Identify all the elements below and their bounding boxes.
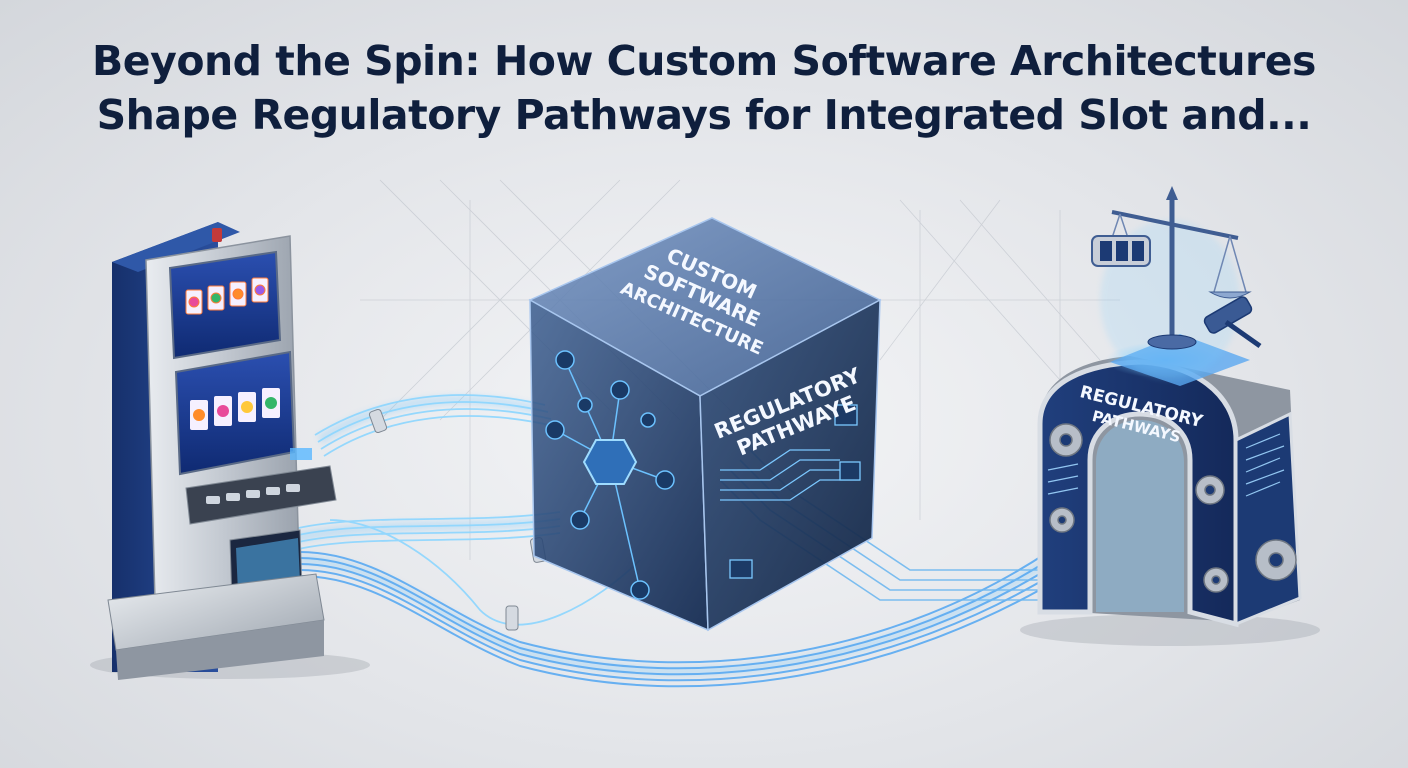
network-node-icon [545,350,675,600]
slot-reel-icon [1091,235,1151,267]
page-title: Beyond the Spin: How Custom Software Arc… [0,34,1408,142]
scales-of-justice-icon [1091,186,1262,380]
title-line-2: Shape Regulatory Pathways for Integrated… [96,91,1312,139]
software-architecture-cube: CUSTOM SOFTWARE ARCHITECTURE REGULATORY … [528,217,882,632]
gavel-icon [1203,296,1262,349]
slot-machine-icon [90,222,370,680]
cable-connector [505,605,519,631]
title-line-1: Beyond the Spin: How Custom Software Arc… [92,37,1316,85]
regulatory-arch: REGULATORY PATHWAYS [1020,334,1320,646]
cable-connector [368,408,388,434]
gear-icon [1049,423,1297,593]
